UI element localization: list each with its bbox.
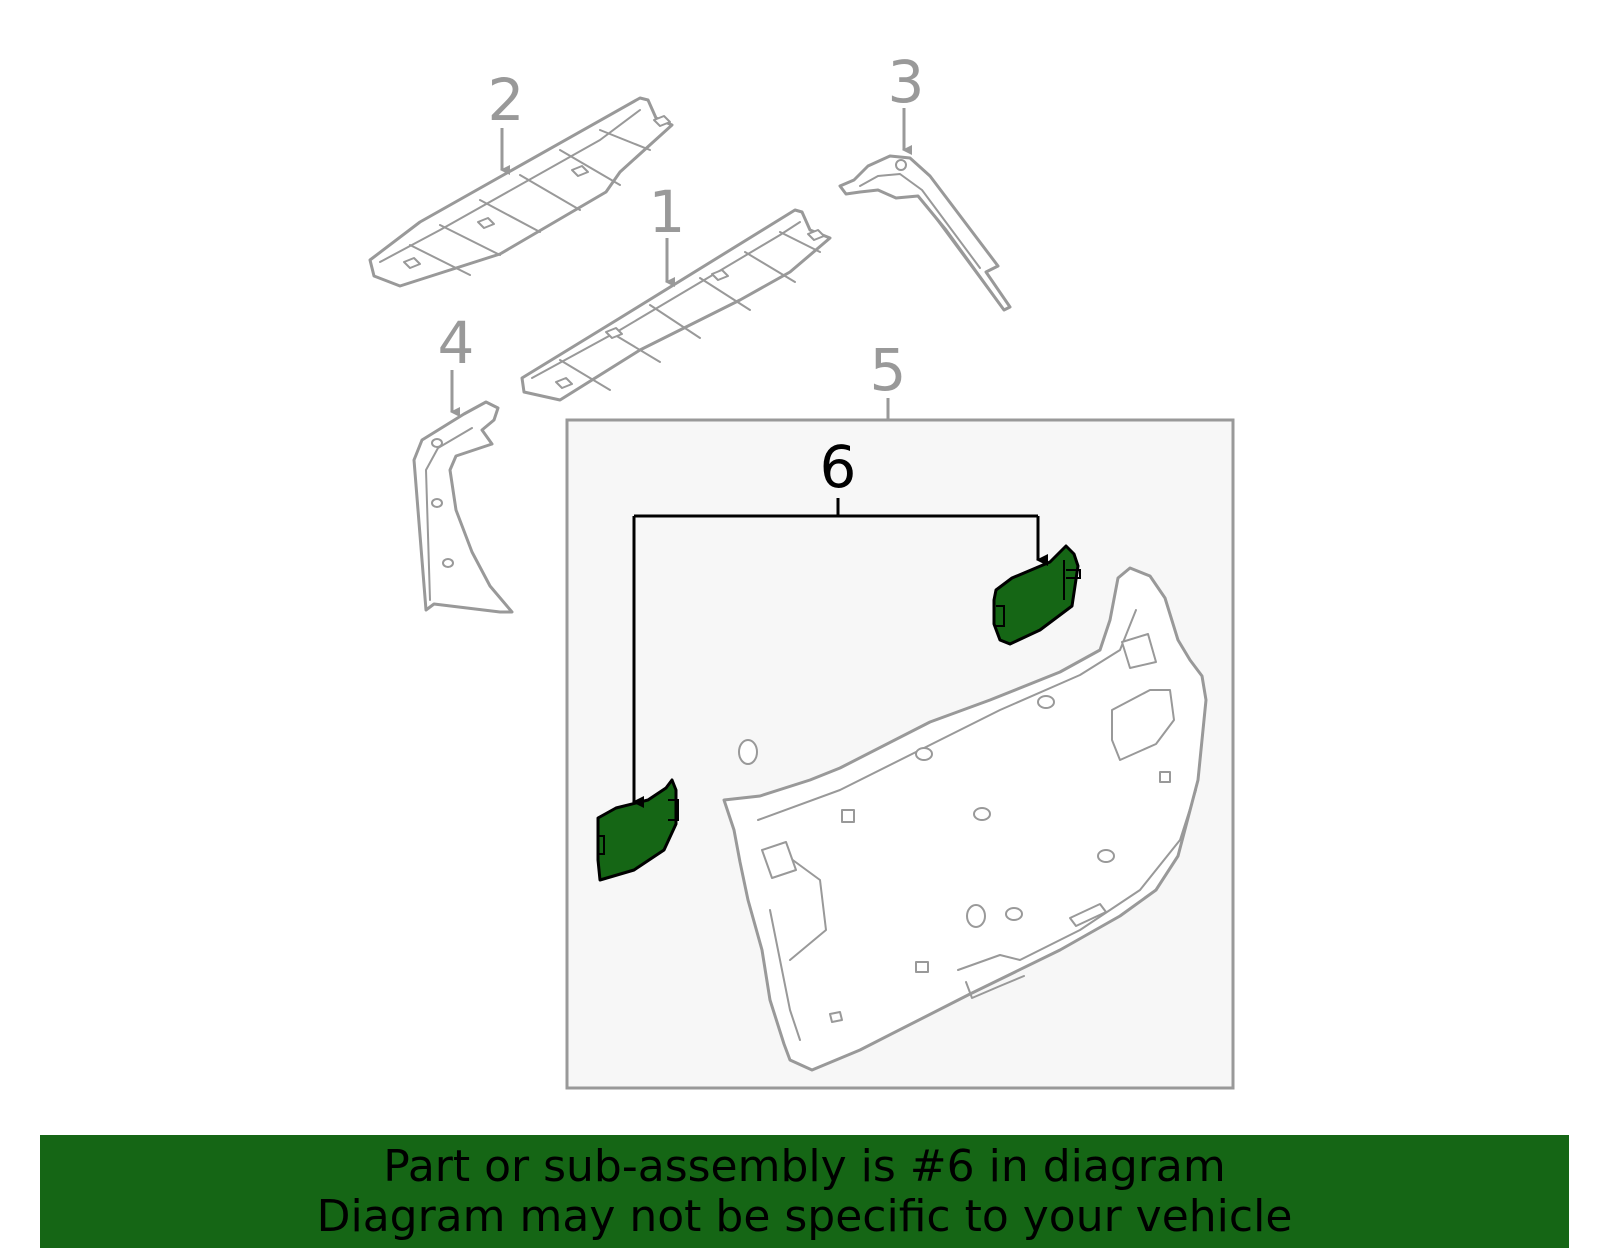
callout-3: 3 <box>888 48 925 116</box>
callout-5: 5 <box>870 336 907 404</box>
banner-line-2: Diagram may not be specific to your vehi… <box>316 1190 1293 1242</box>
info-banner: Part or sub-assembly is #6 in diagram Di… <box>40 1135 1569 1248</box>
part-2-trim-panel <box>368 96 674 288</box>
part-3-corner-trim <box>838 154 1012 312</box>
callout-1: 1 <box>649 178 686 246</box>
part-1-trim-panel <box>520 208 832 402</box>
part-5-liftgate-panel <box>722 566 1208 1072</box>
banner-line-1: Part or sub-assembly is #6 in diagram <box>383 1140 1226 1192</box>
callout-2: 2 <box>488 66 525 134</box>
callout-4: 4 <box>438 309 475 377</box>
callout-6-leader <box>634 498 1038 518</box>
callout-6: 6 <box>820 433 857 501</box>
part-6-cover-right <box>992 544 1081 646</box>
part-4-pillar-trim <box>412 400 514 614</box>
